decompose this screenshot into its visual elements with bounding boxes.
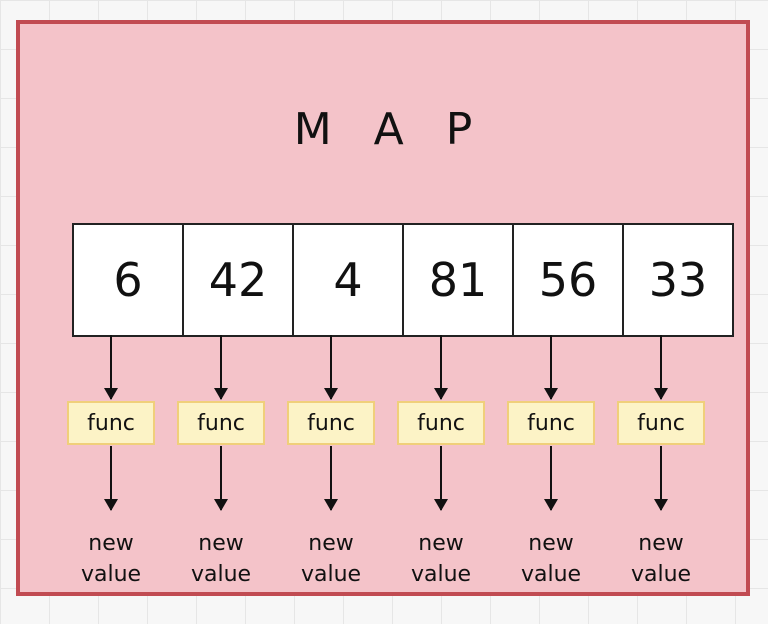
down-arrow-icon <box>104 335 118 400</box>
down-arrow-icon <box>544 335 558 400</box>
down-arrow-icon <box>434 446 448 511</box>
new-value-label: new value <box>386 528 496 590</box>
down-arrow-icon <box>654 335 668 400</box>
new-value-line-2: value <box>520 562 582 587</box>
new-value-label: new value <box>496 528 606 590</box>
mapping-column: func new value <box>56 335 166 595</box>
new-value-line-2: value <box>410 562 472 587</box>
new-value-label: new value <box>166 528 276 590</box>
new-value-line-1: new <box>418 531 464 556</box>
array-cell: 4 <box>294 225 404 335</box>
array-cell: 56 <box>514 225 624 335</box>
map-diagram-frame: M A P 6 42 4 81 56 33 func new value fun… <box>16 20 750 596</box>
func-box: func <box>287 401 375 445</box>
new-value-line-1: new <box>198 531 244 556</box>
array-cell: 81 <box>404 225 514 335</box>
new-value-label: new value <box>276 528 386 590</box>
down-arrow-icon <box>434 335 448 400</box>
down-arrow-icon <box>654 446 668 511</box>
down-arrow-icon <box>324 446 338 511</box>
func-box: func <box>617 401 705 445</box>
new-value-line-1: new <box>308 531 354 556</box>
array-cell: 42 <box>184 225 294 335</box>
new-value-line-1: new <box>638 531 684 556</box>
down-arrow-icon <box>214 335 228 400</box>
input-array: 6 42 4 81 56 33 <box>72 223 734 337</box>
new-value-line-2: value <box>80 562 142 587</box>
func-box: func <box>397 401 485 445</box>
new-value-line-1: new <box>528 531 574 556</box>
down-arrow-icon <box>104 446 118 511</box>
new-value-line-2: value <box>190 562 252 587</box>
mapping-column: func new value <box>496 335 606 595</box>
down-arrow-icon <box>214 446 228 511</box>
diagram-title: M A P <box>293 104 487 155</box>
mapping-column: func new value <box>606 335 716 595</box>
array-cell: 6 <box>74 225 184 335</box>
down-arrow-icon <box>324 335 338 400</box>
func-box: func <box>507 401 595 445</box>
new-value-line-1: new <box>88 531 134 556</box>
down-arrow-icon <box>544 446 558 511</box>
mapping-column: func new value <box>166 335 276 595</box>
mapping-column: func new value <box>386 335 496 595</box>
array-cell: 33 <box>624 225 732 335</box>
func-box: func <box>177 401 265 445</box>
func-box: func <box>67 401 155 445</box>
new-value-label: new value <box>56 528 166 590</box>
new-value-line-2: value <box>300 562 362 587</box>
new-value-label: new value <box>606 528 716 590</box>
new-value-line-2: value <box>630 562 692 587</box>
mapping-column: func new value <box>276 335 386 595</box>
